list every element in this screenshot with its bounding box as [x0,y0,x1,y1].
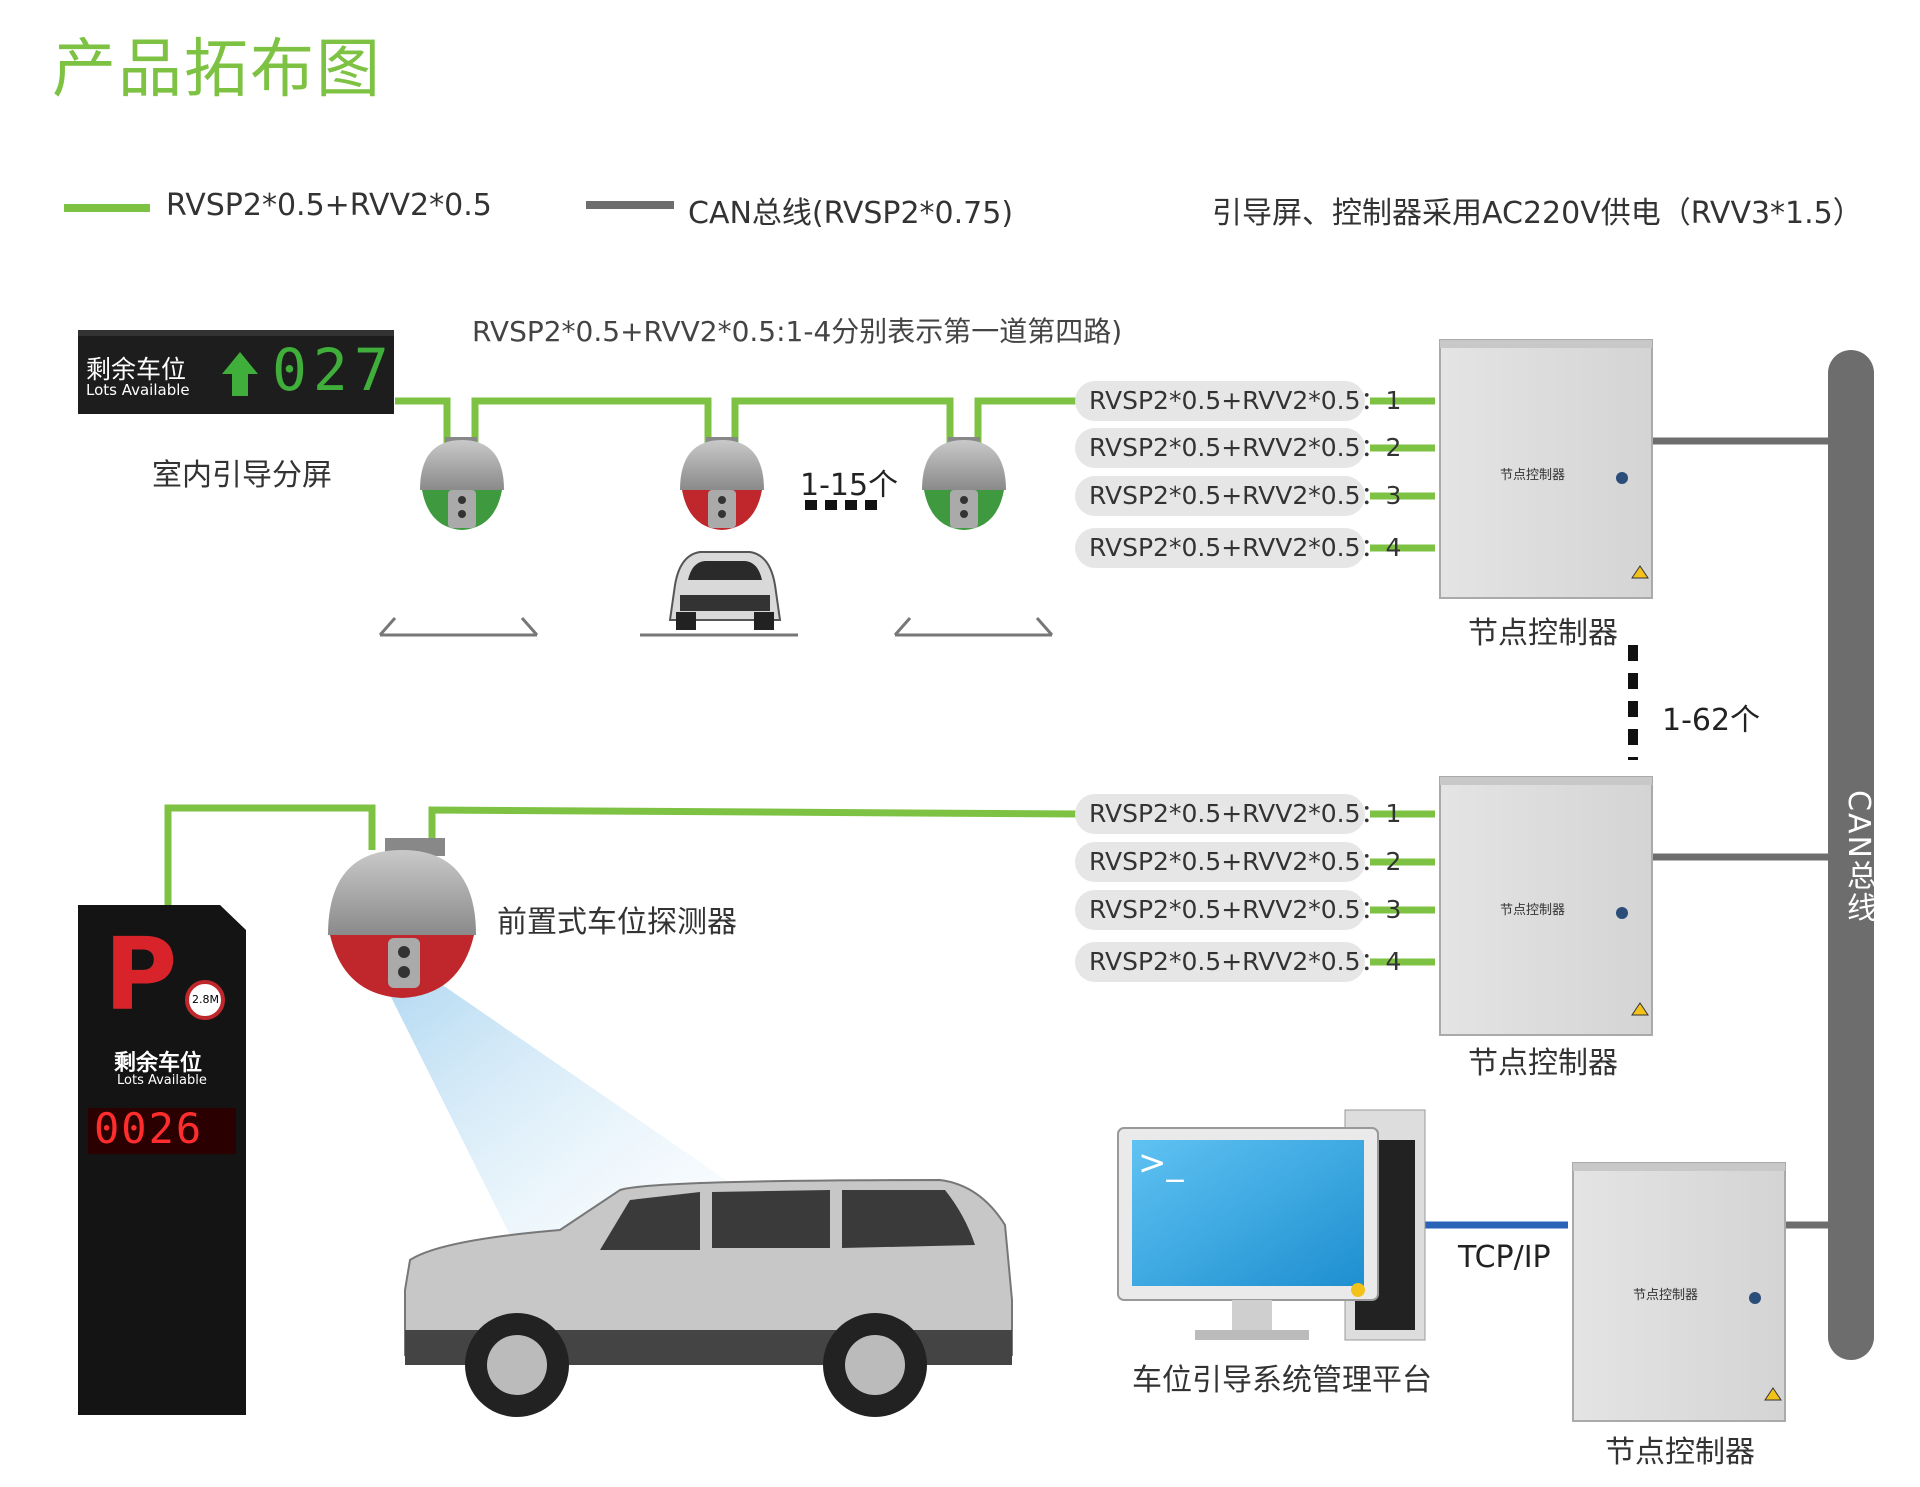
pill-top-4: RVSP2*0.5+RVV2*0.5：4 [1075,528,1401,568]
wiring-note: RVSP2*0.5+RVV2*0.5:1-4分别表示第一道第四路) [472,315,1123,348]
pill-mid-2: RVSP2*0.5+RVV2*0.5：2 [1075,842,1401,882]
controller-3-box-text: 节点控制器 [1633,1288,1699,1303]
controller-box-3 [1572,1162,1786,1422]
controller-1-label: 节点控制器 [1468,616,1618,651]
car-front-icon [668,551,782,630]
controller-1-box-text: 节点控制器 [1500,468,1566,483]
indoor-guidance-screen [78,330,394,414]
detector-count: 1-15个 [800,468,899,503]
front-detector [328,838,476,998]
pill-top-3: RVSP2*0.5+RVV2*0.5：3 [1075,476,1401,516]
outdoor-sign-text: 剩余车位 [114,1051,203,1076]
ellipsis-dots [805,500,877,510]
controller-box-1 [1439,339,1653,599]
height-limit-icon [185,980,225,1020]
sensor-green-2 [922,437,1006,530]
indoor-screen-number: 027 [272,336,395,404]
legend-green-text: RVSP2*0.5+RVV2*0.5 [166,188,492,223]
page-title: 产品拓布图 [52,33,382,107]
pill-mid-1: RVSP2*0.5+RVV2*0.5：1 [1075,794,1401,834]
tcpip-label: TCP/IP [1458,1240,1551,1275]
arrow-up-icon [222,352,258,396]
controller-box-2 [1439,776,1653,1036]
controller-2-box-text: 节点控制器 [1500,903,1566,918]
pill-mid-3: RVSP2*0.5+RVV2*0.5：3 [1075,890,1401,930]
outdoor-sign-p: P [104,916,178,1033]
controller-2-label: 节点控制器 [1468,1046,1618,1081]
front-detector-label: 前置式车位探测器 [497,905,737,940]
green-wiring-top [395,397,1435,552]
controller-count: 1-62个 [1662,703,1761,738]
computer-icon [1117,1109,1426,1341]
outdoor-sign-sub: Lots Available [117,1073,207,1088]
indoor-screen-label: 室内引导分屏 [152,458,332,493]
can-bus-label: CAN总线 [1841,790,1876,924]
pill-top-2: RVSP2*0.5+RVV2*0.5：2 [1075,428,1401,468]
sensor-green-1 [420,437,504,530]
outdoor-sign-number: 0026 [94,1104,204,1153]
parking-slots [378,617,1054,637]
pill-mid-4: RVSP2*0.5+RVV2*0.5：4 [1075,942,1401,982]
green-wiring-mid [164,804,1435,966]
sensor-red [680,437,764,530]
controller-3-label: 节点控制器 [1605,1435,1755,1470]
suv-car-image [404,1178,1013,1417]
indoor-screen-text: 剩余车位 [86,355,187,384]
legend-power-text: 引导屏、控制器采用AC220V供电（RVV3*1.5） [1212,196,1863,231]
terminal-prompt: >_ [1138,1143,1184,1183]
outdoor-guidance-sign [78,905,246,1415]
legend-gray-text: CAN总线(RVSP2*0.75) [688,196,1014,231]
can-bus [1828,350,1874,1360]
indoor-screen-sub: Lots Available [86,381,190,399]
pc-label: 车位引导系统管理平台 [1132,1363,1432,1398]
pill-top-1: RVSP2*0.5+RVV2*0.5：1 [1075,381,1401,421]
height-limit-text: 2.8M [192,993,219,1006]
